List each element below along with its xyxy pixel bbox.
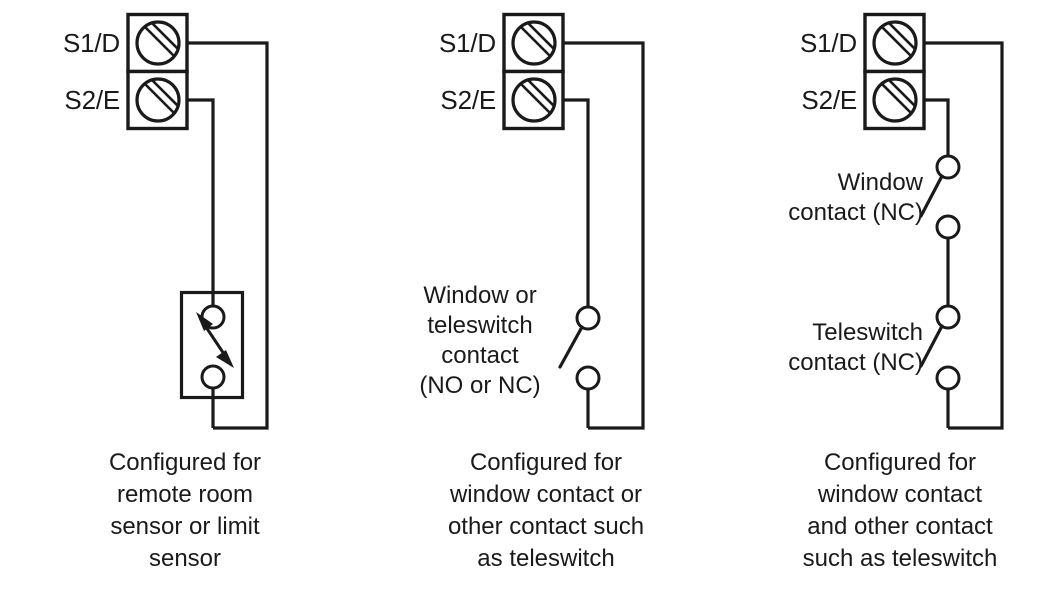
caption-line: as teleswitch	[477, 545, 615, 572]
label-line: Window or	[423, 282, 537, 309]
slotted-screw-icon	[872, 20, 918, 66]
slotted-screw-icon	[511, 20, 557, 66]
diagram-caption-2: Configured for window contact or other c…	[386, 447, 706, 575]
label-line: teleswitch	[427, 312, 533, 339]
terminal-label-s1d: S1/D	[438, 28, 496, 58]
caption-line: Configured for	[823, 449, 977, 476]
terminal-label-s1d: S1/D	[799, 28, 857, 58]
diagram-2-graphics	[502, 12, 645, 430]
caption-line: sensor or limit	[110, 513, 260, 540]
caption-line: window contact or	[449, 481, 643, 508]
caption-line: remote room	[116, 481, 254, 508]
diagram-1-graphics	[126, 12, 269, 430]
sensor-terminal-bottom	[200, 364, 226, 390]
label-line: (NO or NC)	[419, 372, 541, 399]
diagram-caption-3: Configured for window contact and other …	[740, 447, 1060, 575]
teleswitch-contact-label: Teleswitch contact (NC)	[750, 318, 923, 378]
diagram-3-graphics	[863, 12, 1004, 430]
diagram-caption-1: Configured for remote room sensor or lim…	[25, 447, 345, 575]
wire-s2e-to-switch1	[924, 98, 950, 167]
label-line: contact (NC)	[788, 349, 923, 376]
label-line: Teleswitch	[812, 319, 923, 346]
label-line: contact	[441, 342, 519, 369]
caption-line: Configured for	[108, 449, 262, 476]
caption-line: sensor	[148, 545, 222, 572]
wire-s1d-loop	[924, 41, 1004, 430]
wire-s1d-loop	[563, 41, 645, 430]
label-line: Window	[837, 169, 923, 196]
wire-s2e-to-sensor	[187, 98, 215, 317]
terminal-label-s1d: S1/D	[62, 28, 120, 58]
sensor-body	[179, 290, 245, 400]
caption-line: other contact such	[447, 513, 645, 540]
window-contact-label: Window contact (NC)	[750, 168, 923, 228]
caption-line: and other contact	[807, 513, 993, 540]
terminal-label-s2e: S2/E	[801, 85, 857, 115]
terminal-label-s2e: S2/E	[64, 85, 120, 115]
slotted-screw-icon	[511, 77, 557, 123]
caption-line: such as teleswitch	[802, 545, 998, 572]
switch-contact-symbol	[558, 305, 601, 391]
slotted-screw-icon	[135, 77, 181, 123]
variable-sensor-arrow-icon	[196, 312, 234, 368]
slotted-screw-icon	[872, 77, 918, 123]
wire-s2e-to-switch	[563, 98, 590, 318]
slotted-screw-icon	[135, 20, 181, 66]
switch-contact-symbol-window	[919, 154, 961, 240]
label-line: contact (NC)	[788, 199, 923, 226]
caption-line: Configured for	[469, 449, 623, 476]
wire-s1d-loop	[187, 41, 269, 430]
terminal-label-s2e: S2/E	[440, 85, 496, 115]
caption-line: window contact	[817, 481, 983, 508]
window-or-teleswitch-contact-label: Window or teleswitch contact (NO or NC)	[400, 281, 560, 401]
switch-contact-symbol-teleswitch	[919, 304, 961, 391]
